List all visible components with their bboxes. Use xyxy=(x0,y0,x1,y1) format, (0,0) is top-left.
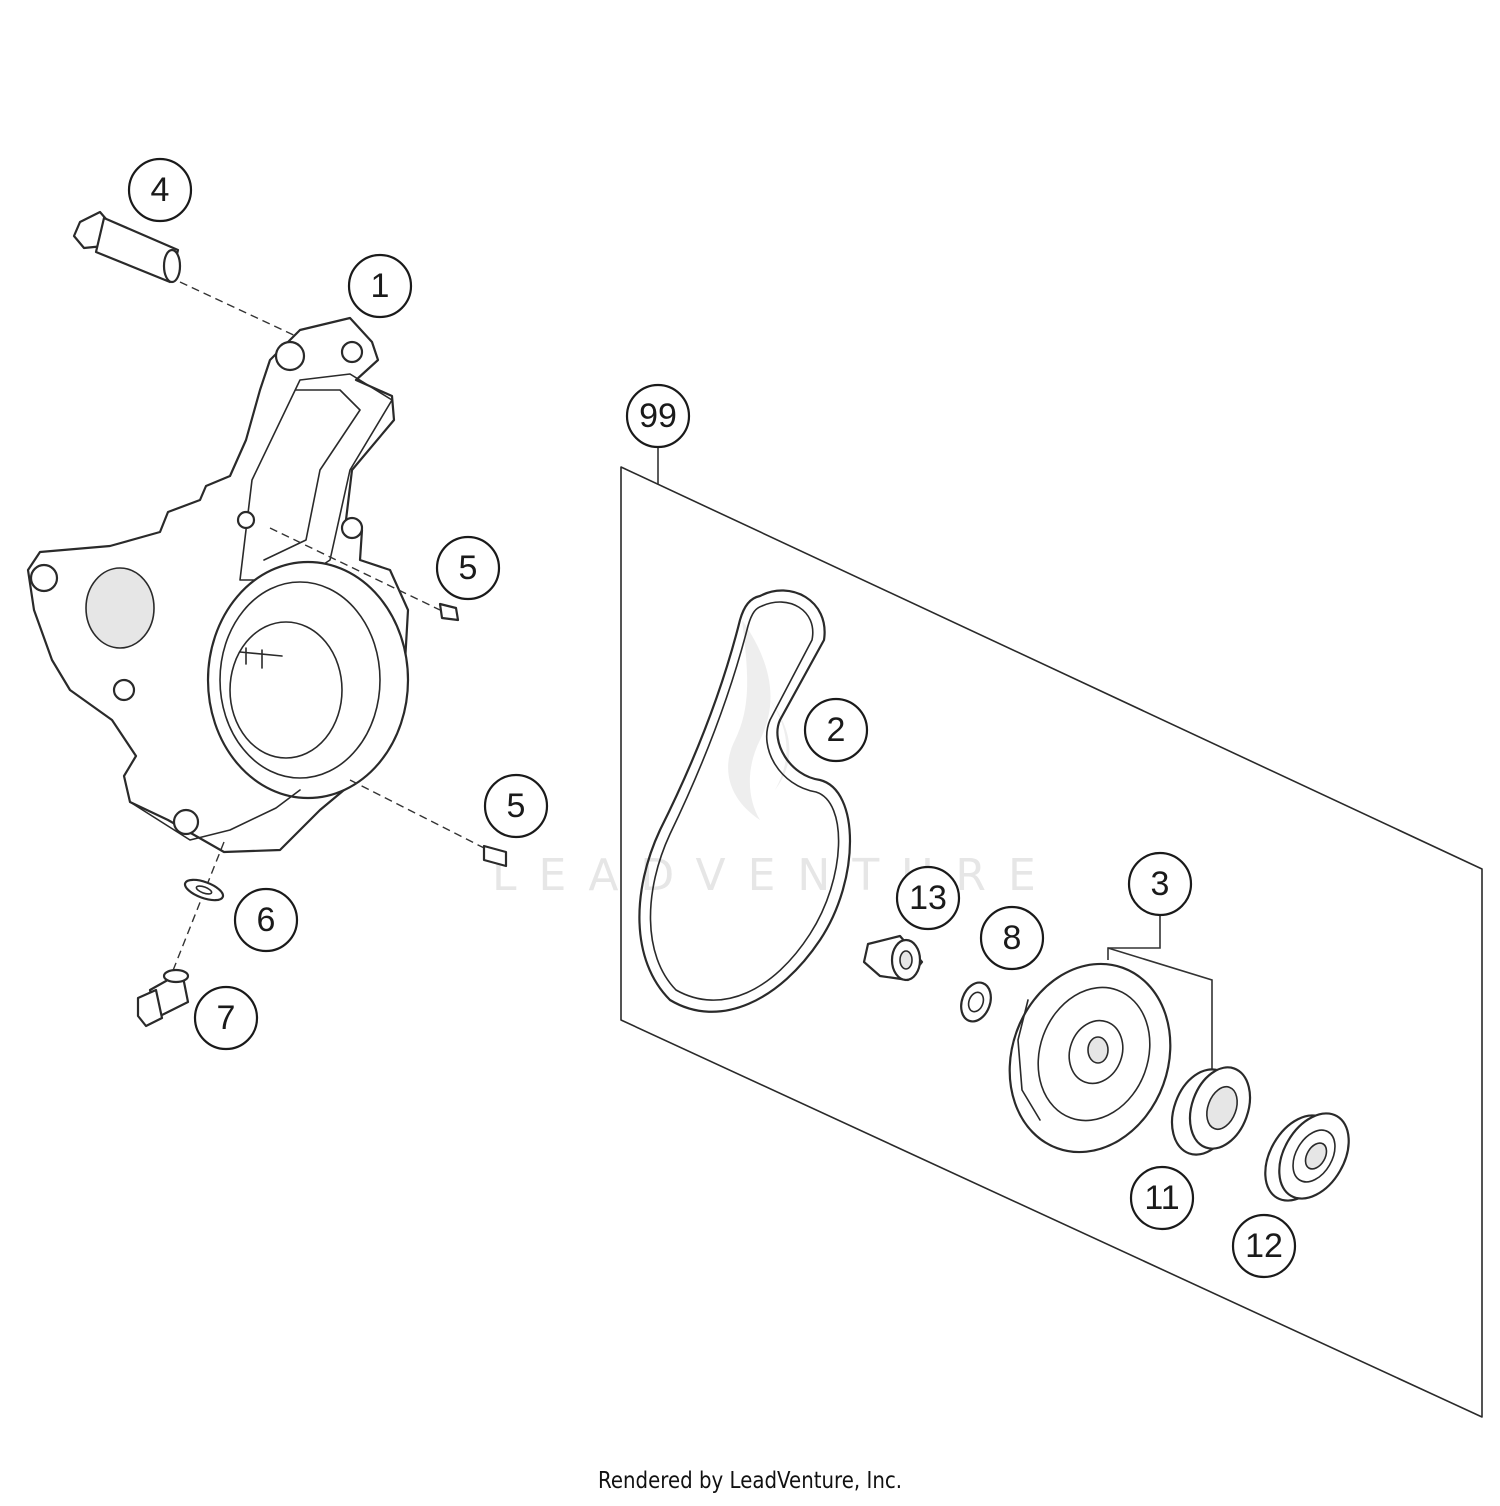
watermark: LEADVENTURE xyxy=(492,620,1058,901)
callout-5-lower: 5 xyxy=(483,773,549,839)
callout-11-label: 11 xyxy=(1144,1179,1179,1217)
bearing-part-12 xyxy=(1264,1112,1350,1202)
pin-part-5-lower xyxy=(349,779,508,868)
impeller-part-3 xyxy=(1008,914,1213,1154)
callout-11: 11 xyxy=(1129,1165,1195,1231)
gasket-part-2 xyxy=(638,589,851,1013)
callout-6-label: 6 xyxy=(257,901,276,939)
washer-part-6 xyxy=(169,841,225,979)
callout-99: 99 xyxy=(625,383,691,449)
callout-2: 2 xyxy=(803,697,869,763)
seal-part-11 xyxy=(1170,1066,1252,1156)
callout-5-upper-label: 5 xyxy=(459,549,478,587)
callout-6: 6 xyxy=(233,887,299,953)
callout-7-label: 7 xyxy=(217,999,236,1037)
callout-12: 12 xyxy=(1231,1213,1297,1279)
ring-part-8 xyxy=(960,981,992,1023)
callout-3: 3 xyxy=(1127,851,1193,917)
bolt-part-4 xyxy=(72,210,301,339)
callout-8: 8 xyxy=(979,905,1045,971)
callout-99-label: 99 xyxy=(639,397,677,435)
callout-5-upper: 5 xyxy=(435,535,501,601)
watermark-text: LEADVENTURE xyxy=(492,850,1058,901)
callout-13: 13 xyxy=(895,865,961,931)
callout-7: 7 xyxy=(193,985,259,1051)
callout-8-label: 8 xyxy=(1003,919,1022,957)
callout-4-label: 4 xyxy=(151,171,170,209)
pin-part-5-upper xyxy=(269,527,460,622)
callout-1-label: 1 xyxy=(371,267,390,305)
bushing-part-13 xyxy=(862,934,924,982)
callout-2-label: 2 xyxy=(827,711,846,749)
callout-1: 1 xyxy=(347,253,413,319)
callout-12-label: 12 xyxy=(1245,1227,1283,1265)
callout-3-label: 3 xyxy=(1151,865,1170,903)
pump-cover-part-1 xyxy=(26,316,410,854)
drain-screw-part-7 xyxy=(136,968,190,1028)
callout-5-lower-label: 5 xyxy=(507,787,526,825)
watermark-logo-icon xyxy=(728,620,790,820)
footer-credit: Rendered by LeadVenture, Inc. xyxy=(597,1468,903,1494)
callout-13-label: 13 xyxy=(909,879,947,917)
kit-frame xyxy=(620,448,1483,1418)
callout-4: 4 xyxy=(127,157,193,223)
